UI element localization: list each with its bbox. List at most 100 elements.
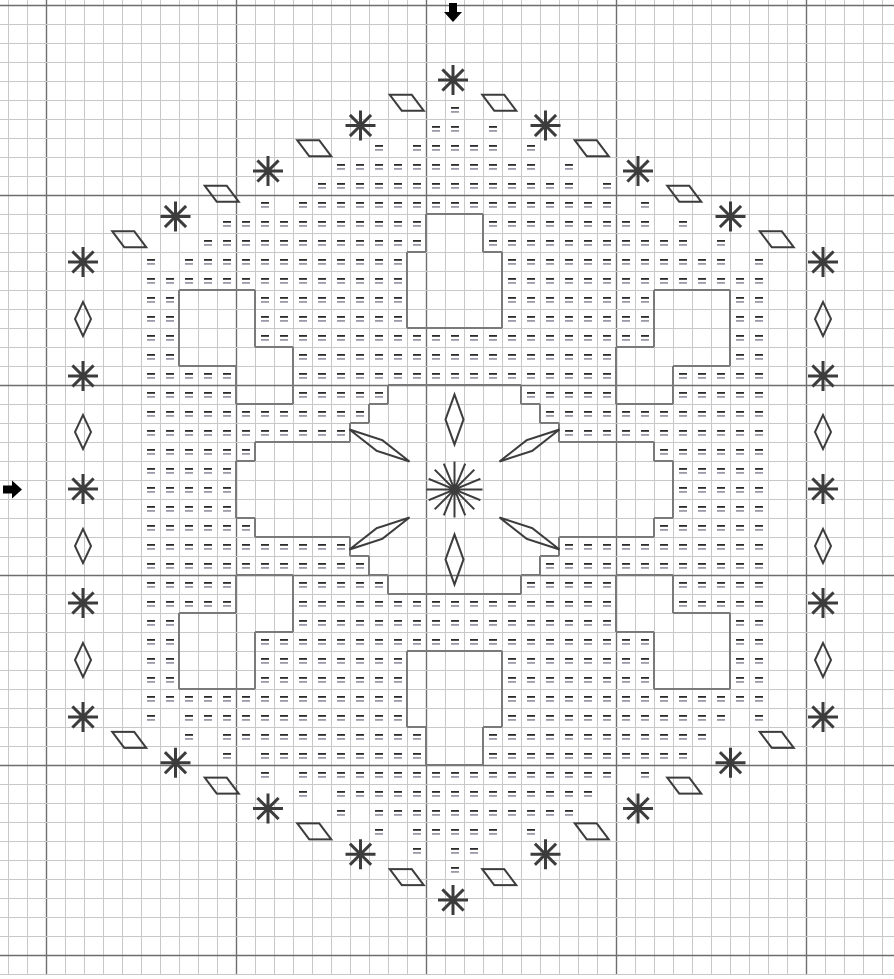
fill-stitch-dash-bottom (413, 605, 421, 607)
fill-stitch-dash-top (356, 354, 364, 356)
fill-stitch-dash-top (356, 297, 364, 299)
fill-stitch-dash-bottom (413, 852, 421, 854)
fill-stitch-dash-top (717, 563, 725, 565)
fill-stitch-dash-top (318, 753, 326, 755)
fill-stitch-dash-top (603, 601, 611, 603)
fill-stitch-dash-bottom (280, 662, 288, 664)
fill-stitch-dash-bottom (451, 377, 459, 379)
fill-stitch-dash-top (679, 468, 687, 470)
fill-stitch-dash-top (489, 639, 497, 641)
fill-stitch-dash-top (603, 734, 611, 736)
fill-stitch-dash-bottom (166, 491, 174, 493)
fill-stitch-dash-top (356, 791, 364, 793)
fill-stitch-dash-top (527, 772, 535, 774)
fill-stitch-dash-bottom (166, 434, 174, 436)
fill-stitch-dash-top (679, 221, 687, 223)
fill-stitch-dash-bottom (508, 282, 516, 284)
fill-stitch-dash-top (242, 221, 250, 223)
fill-stitch-dash-top (641, 734, 649, 736)
fill-stitch-dash-top (356, 164, 364, 166)
fill-stitch-dash-bottom (204, 719, 212, 721)
fill-stitch-dash-top (451, 791, 459, 793)
fill-stitch-dash-top (679, 373, 687, 375)
fill-stitch-dash-top (641, 221, 649, 223)
fill-stitch-dash-bottom (565, 662, 573, 664)
fill-stitch-dash-top (565, 544, 573, 546)
fill-stitch-dash-top (204, 487, 212, 489)
fill-stitch-dash-top (337, 563, 345, 565)
fill-stitch-dash-bottom (185, 510, 193, 512)
fill-stitch-dash-top (337, 183, 345, 185)
fill-stitch-dash-bottom (470, 643, 478, 645)
fill-stitch-dash-bottom (660, 263, 668, 265)
fill-stitch-dash-top (508, 183, 516, 185)
fill-stitch-dash-bottom (584, 358, 592, 360)
fill-stitch-dash-top (565, 658, 573, 660)
fill-stitch-dash-bottom (356, 339, 364, 341)
border-star (68, 361, 98, 391)
fill-stitch-dash-bottom (280, 643, 288, 645)
fill-stitch-dash-top (679, 240, 687, 242)
fill-stitch-dash-bottom (717, 605, 725, 607)
fill-stitch-dash-bottom (375, 320, 383, 322)
fill-stitch-dash-bottom (337, 244, 345, 246)
fill-stitch-dash-top (356, 620, 364, 622)
fill-stitch-dash-bottom (337, 643, 345, 645)
fill-stitch-dash-bottom (223, 719, 231, 721)
fill-stitch-dash-bottom (280, 244, 288, 246)
fill-stitch-dash-bottom (489, 605, 497, 607)
fill-stitch-dash-bottom (679, 548, 687, 550)
fill-stitch-dash-bottom (470, 605, 478, 607)
fill-stitch-dash-bottom (204, 282, 212, 284)
fill-stitch-dash-bottom (527, 605, 535, 607)
fill-stitch-dash-top (470, 183, 478, 185)
fill-stitch-dash-top (394, 278, 402, 280)
fill-stitch-dash-bottom (318, 757, 326, 759)
fill-stitch-dash-top (546, 335, 554, 337)
fill-stitch-dash-bottom (318, 605, 326, 607)
fill-stitch-dash-top (755, 316, 763, 318)
fill-stitch-dash-bottom (242, 225, 250, 227)
fill-stitch-dash-top (527, 221, 535, 223)
fill-stitch-dash-top (299, 373, 307, 375)
fill-stitch-dash-top (375, 829, 383, 831)
fill-stitch-dash-top (261, 240, 269, 242)
fill-stitch-dash-top (223, 221, 231, 223)
fill-stitch-dash-top (451, 202, 459, 204)
fill-stitch-dash-top (432, 164, 440, 166)
fill-stitch-dash-bottom (546, 263, 554, 265)
fill-stitch-dash-bottom (603, 757, 611, 759)
fill-stitch-dash-bottom (603, 738, 611, 740)
fill-stitch-dash-top (432, 145, 440, 147)
fill-stitch-dash-top (508, 373, 516, 375)
fill-stitch-dash-bottom (698, 700, 706, 702)
fill-stitch-dash-bottom (489, 738, 497, 740)
fill-stitch-dash-bottom (755, 263, 763, 265)
fill-stitch-dash-bottom (299, 681, 307, 683)
fill-stitch-dash-top (280, 240, 288, 242)
fill-stitch-dash-bottom (166, 700, 174, 702)
fill-stitch-dash-top (185, 715, 193, 717)
fill-stitch-dash-top (451, 183, 459, 185)
fill-stitch-dash-top (565, 582, 573, 584)
fill-stitch-dash-top (166, 582, 174, 584)
fill-stitch-dash-top (565, 696, 573, 698)
fill-stitch-dash-bottom (147, 510, 155, 512)
fill-stitch-dash-bottom (470, 168, 478, 170)
fill-stitch-dash-top (622, 677, 630, 679)
fill-stitch-dash-bottom (375, 206, 383, 208)
fill-stitch-dash-bottom (299, 548, 307, 550)
fill-stitch-dash-bottom (565, 757, 573, 759)
fill-stitch-dash-top (622, 639, 630, 641)
fill-stitch-dash-bottom (394, 282, 402, 284)
fill-stitch-dash-bottom (508, 643, 516, 645)
fill-stitch-dash-bottom (337, 662, 345, 664)
fill-stitch-dash-top (489, 240, 497, 242)
fill-stitch-dash-bottom (337, 681, 345, 683)
fill-stitch-dash-bottom (717, 548, 725, 550)
fill-stitch-dash-top (508, 316, 516, 318)
fill-stitch-dash-bottom (508, 681, 516, 683)
fill-stitch-dash-top (147, 658, 155, 660)
fill-stitch-dash-bottom (147, 377, 155, 379)
